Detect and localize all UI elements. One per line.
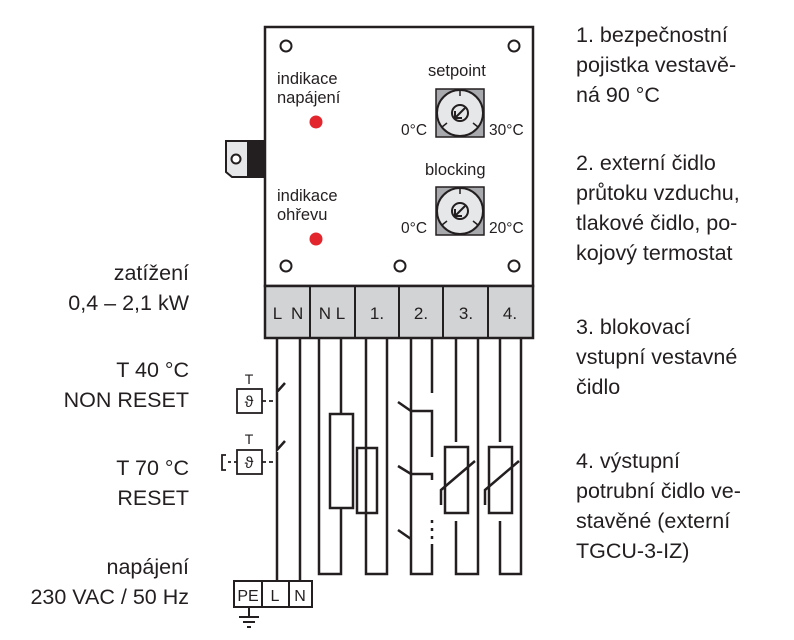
power-led	[309, 115, 323, 129]
mounting-hole	[279, 39, 293, 53]
controller-housing	[263, 25, 535, 288]
terminal-label: N L	[319, 304, 345, 323]
safety-fuse	[355, 446, 379, 515]
wires	[275, 338, 523, 585]
supply-terminal-label: N	[294, 588, 306, 605]
thermostat-letter: T	[245, 371, 254, 387]
blocking-min: 0°C	[401, 220, 428, 237]
knob-pointer-icon	[451, 202, 469, 220]
load-label: zatížení 0,4 – 2,1 kW	[68, 261, 189, 315]
supply-terminal-label: L	[271, 588, 280, 605]
thermostat-40-label: T 40 °C NON RESET	[63, 358, 189, 412]
thermostat-40	[236, 388, 278, 414]
mounting-holes	[279, 39, 521, 273]
wire-supply-L	[275, 338, 286, 585]
setpoint-min: 0°C	[401, 122, 428, 139]
mounting-hole	[507, 39, 521, 53]
power-indicator-label: indikace napájení	[277, 70, 341, 107]
knob-pointer-icon	[451, 104, 469, 122]
supply-terminal	[233, 580, 313, 608]
mounting-hole	[279, 259, 293, 273]
note-1: 1. bezpečnostní pojistka vestavě- ná 90 …	[576, 23, 737, 107]
setpoint-max: 30°C	[489, 122, 524, 139]
terminal-label: 4.	[503, 304, 517, 323]
terminal-label: 3.	[459, 304, 473, 323]
blocking-max: 20°C	[489, 220, 524, 237]
note-2: 2. externí čidlo průtoku vzduchu, tlakov…	[576, 151, 740, 265]
mounting-bracket	[225, 140, 266, 178]
heating-indicator-label: indikace ohřevu	[277, 187, 338, 224]
terminal-label: L N	[273, 304, 304, 323]
note-3: 3. blokovací vstupní vestavné čidlo	[576, 315, 738, 399]
blocking-knob[interactable]	[435, 186, 485, 236]
blocking-label: blocking	[425, 161, 486, 179]
note-4: 4. výstupní potrubní čidlo ve- stavěné (…	[576, 449, 741, 563]
thermostat-glyph: ϑ	[245, 455, 254, 472]
terminal-block	[263, 284, 535, 340]
ground-icon	[239, 607, 259, 628]
setpoint-knob[interactable]	[435, 88, 485, 138]
setpoint-label: setpoint	[428, 62, 486, 80]
heating-led	[309, 232, 323, 246]
thermostat-70-label: T 70 °C RESET	[116, 456, 189, 510]
thermostat-glyph: ϑ	[245, 394, 254, 411]
mounting-hole	[507, 259, 521, 273]
terminal-label: 1.	[370, 304, 384, 323]
wire-1a	[364, 338, 389, 576]
supply-label: napájení 230 VAC / 50 Hz	[30, 555, 189, 609]
terminal-label: 2.	[414, 304, 428, 323]
wire-3	[454, 338, 480, 576]
sensor-3-thermistor	[443, 445, 470, 515]
wire-2a	[409, 338, 434, 576]
supply-terminal-label: PE	[237, 588, 258, 605]
heater-resistor	[328, 412, 355, 510]
thermostat-letter: T	[245, 431, 254, 447]
contact-switch	[397, 400, 434, 480]
thermostat-70-reset	[221, 449, 278, 475]
mounting-hole	[393, 259, 407, 273]
sensor-4-thermistor	[487, 445, 514, 515]
wire-4	[498, 338, 523, 576]
wire-load-N	[317, 338, 343, 576]
